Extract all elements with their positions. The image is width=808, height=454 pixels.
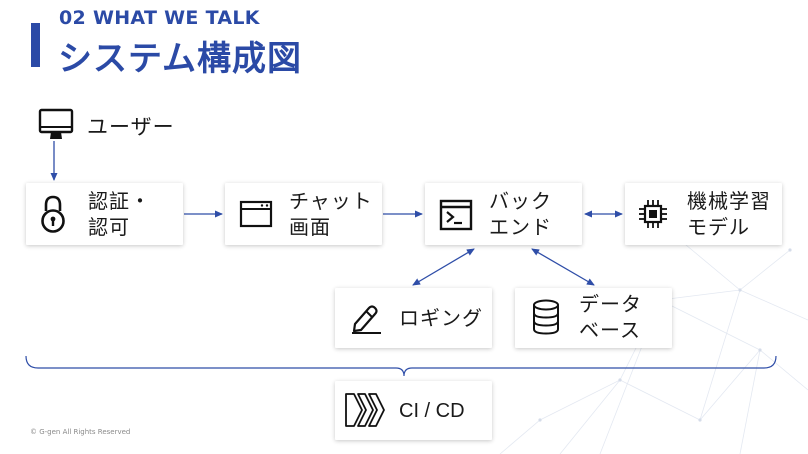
- section-label: 02 WHAT WE TALK: [59, 7, 260, 29]
- terminal-icon: [439, 199, 473, 235]
- pen-icon: [349, 302, 383, 338]
- node-logging: ロギング: [335, 288, 492, 348]
- browser-window-icon: [239, 200, 273, 232]
- node-backend: バック エンド: [425, 183, 582, 245]
- node-backend-label: バック エンド: [489, 189, 552, 239]
- node-auth-label: 認証・ 認可: [88, 189, 151, 239]
- node-database-label: データ ベース: [579, 292, 642, 342]
- database-icon: [530, 298, 562, 340]
- copyright-notice: © G-gen All Rights Reserved: [30, 428, 131, 436]
- node-chat-label: チャット 画面: [289, 189, 373, 239]
- lock-icon: [38, 194, 68, 238]
- monitor-icon: [38, 108, 74, 146]
- user-actor: ユーザー: [38, 108, 198, 148]
- node-ml-label: 機械学習 モデル: [687, 189, 771, 239]
- node-auth: 認証・ 認可: [26, 183, 183, 245]
- page-title: システム構成図: [58, 39, 302, 79]
- user-label: ユーザー: [87, 115, 175, 139]
- node-cicd-label: CI / CD: [399, 400, 465, 422]
- node-logging-label: ロギング: [399, 306, 483, 330]
- pipeline-chevrons-icon: [344, 392, 386, 432]
- node-chat: チャット 画面: [225, 183, 382, 245]
- node-database: データ ベース: [515, 288, 672, 348]
- node-cicd: CI / CD: [335, 381, 492, 440]
- node-ml: 機械学習 モデル: [625, 183, 782, 245]
- chip-icon: [637, 198, 669, 234]
- title-accent-bar: [31, 23, 40, 67]
